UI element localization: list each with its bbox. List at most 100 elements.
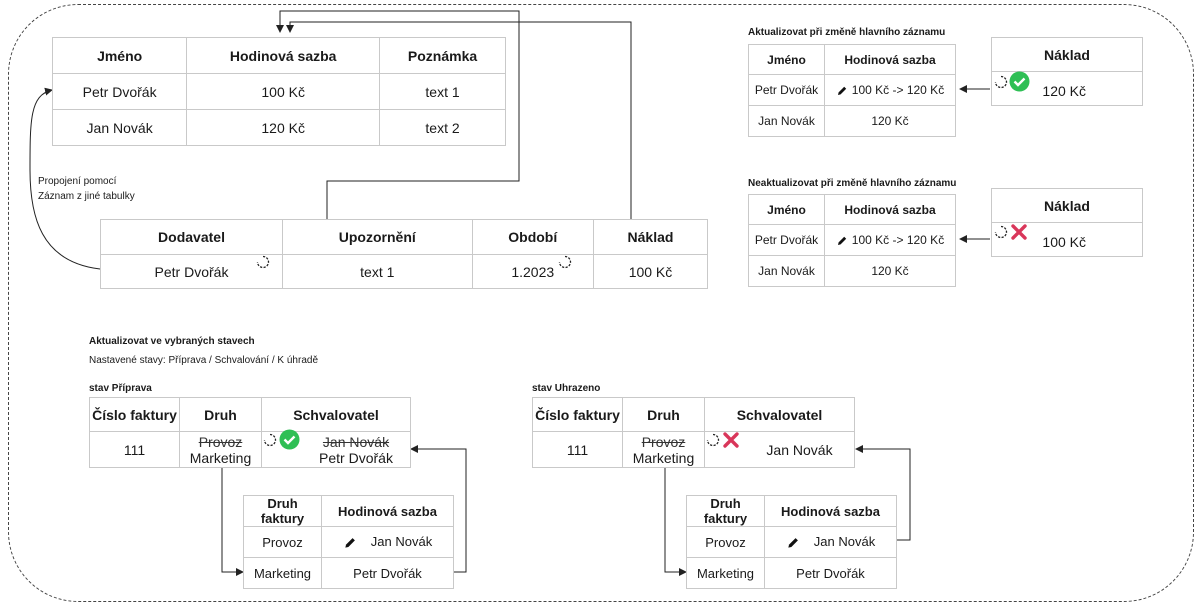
sync-icon [263, 433, 277, 447]
cross-icon [723, 432, 739, 448]
table-cell: Jan Novák Petr Dvořák [261, 431, 411, 468]
link-note-line: Propojení pomocí [38, 176, 117, 187]
pencil-icon [837, 86, 846, 95]
header-cell: Hodinová sazba [186, 37, 381, 74]
new-value: Petr Dvořák [319, 449, 393, 466]
header-cell: Hodinová sazba [824, 44, 956, 75]
table-cell: 111 [89, 431, 180, 468]
table-cell: Marketing [243, 557, 322, 589]
table-cell: 1.2023 [471, 254, 594, 289]
notice-connector [276, 10, 520, 219]
header-cell: Jméno [748, 194, 825, 225]
new-value: Marketing [189, 449, 252, 466]
order-table: Dodavatel Upozornění Období Náklad Petr … [99, 219, 709, 289]
header-cell: Poznámka [379, 37, 506, 74]
header-cell: Číslo faktury [532, 397, 623, 432]
cost-connector [286, 21, 632, 219]
check-icon [279, 429, 300, 450]
priprava-up-connector [410, 445, 467, 573]
header-cell: Číslo faktury [89, 397, 180, 432]
table-cell: Petr Dvořák [321, 557, 454, 589]
uhrazeno-label: stav Uhrazeno [532, 383, 601, 394]
table-cell: Marketing [686, 557, 765, 589]
check-icon [1009, 71, 1030, 92]
table-cell: Jan Novák [764, 526, 897, 558]
table-cell: Jan Novák [51, 109, 188, 146]
table-cell: Provoz Marketing [622, 431, 705, 468]
link-note: Propojení pomocí Záznam z jiné tabulky [38, 174, 135, 204]
priprava-table: Číslo faktury Druh Schvalovatel 111 Prov… [89, 397, 411, 468]
link-arc [29, 87, 101, 270]
header-cell: Náklad [592, 219, 709, 255]
uhrazeno-up-connector [855, 445, 911, 541]
header-cell: Jméno [748, 44, 825, 75]
header-cell: Druh [622, 397, 705, 432]
table-cell: Jan Novák [748, 105, 825, 137]
header-cell: Upozornění [282, 219, 473, 255]
states-title: Aktualizovat ve vybraných stavech [89, 336, 255, 347]
priprava-label: stav Příprava [89, 383, 152, 394]
table-cell: Provoz Marketing [179, 431, 262, 468]
sync-icon [558, 255, 572, 269]
pencil-icon [788, 537, 798, 548]
header-cell: Dodavatel [99, 219, 284, 255]
header-cell: Druh [179, 397, 262, 432]
table-cell: Petr Dvořák [748, 224, 825, 256]
table-cell: Petr Dvořák [764, 557, 897, 589]
uhrazeno-sub-table: Druh faktury Hodinová sazba Provoz Jan N… [686, 495, 897, 589]
priprava-sub-table: Druh faktury Hodinová sazba Provoz Jan N… [243, 495, 454, 589]
header-cell: Schvalovatel [261, 397, 411, 432]
table-cell: 120 Kč [824, 105, 956, 137]
sync-icon [994, 75, 1008, 89]
header-cell: Druh faktury [686, 495, 765, 527]
table-cell: text 1 [282, 254, 473, 289]
table-cell: text 2 [379, 109, 506, 146]
uhrazeno-table: Číslo faktury Druh Schvalovatel 111 Prov… [532, 397, 855, 468]
noupdate-cost-table: Náklad 100 Kč [991, 188, 1143, 257]
table-cell: Jan Novák [748, 255, 825, 287]
table-cell: 100 Kč [592, 254, 709, 289]
update-title: Aktualizovat při změně hlavního záznamu [748, 27, 946, 38]
noupdate-title: Neaktualizovat při změně hlavního záznam… [748, 178, 957, 189]
header-cell: Druh faktury [243, 495, 322, 527]
table-cell: Petr Dvořák [748, 74, 825, 106]
table-cell: text 1 [379, 73, 506, 110]
header-cell: Hodinová sazba [321, 495, 454, 527]
old-value: Jan Novák [322, 433, 390, 450]
update-table: Jméno Hodinová sazba Petr Dvořák 100 Kč … [748, 44, 956, 137]
sync-icon [706, 433, 720, 447]
link-note-line: Záznam z jiné tabulky [38, 191, 135, 202]
approver-value: Jan Novák [766, 441, 833, 458]
table-cell: Provoz [243, 526, 322, 558]
pencil-icon [345, 537, 355, 548]
header-cell: Hodinová sazba [824, 194, 956, 225]
header-cell: Jméno [51, 37, 188, 74]
table-cell: Petr Dvořák [51, 73, 188, 110]
priprava-down-connector [221, 466, 244, 576]
pencil-icon [837, 236, 846, 245]
noupdate-table: Jméno Hodinová sazba Petr Dvořák 100 Kč … [748, 194, 956, 287]
cost-value: 120 Kč [1042, 82, 1086, 99]
old-value: Provoz [641, 433, 686, 450]
sync-icon [256, 255, 270, 269]
rate-change: 100 Kč -> 120 Kč [851, 83, 945, 97]
table-cell: Jan Novák [321, 526, 454, 558]
table-cell: 111 [532, 431, 623, 468]
states-subtitle: Nastavené stavy: Příprava / Schvalování … [89, 355, 319, 366]
table-cell: Petr Dvořák [99, 254, 284, 289]
header-cell: Schvalovatel [704, 397, 855, 432]
approver-value: Jan Novák [813, 534, 876, 550]
header-cell: Hodinová sazba [764, 495, 897, 527]
table-cell: 120 Kč [186, 109, 381, 146]
table-cell: 100 Kč -> 120 Kč [824, 74, 956, 106]
header-cell: Náklad [991, 188, 1143, 223]
main-table: Jméno Hodinová sazba Poznámka Petr Dvořá… [51, 37, 506, 146]
table-cell: Provoz [686, 526, 765, 558]
cost-value: 100 Kč [1042, 233, 1086, 250]
table-cell: 100 Kč [186, 73, 381, 110]
old-value: Provoz [198, 433, 243, 450]
dashed-frame [8, 4, 1194, 602]
cross-icon [1011, 224, 1027, 240]
table-cell: 120 Kč [824, 255, 956, 287]
header-cell: Náklad [991, 37, 1143, 72]
